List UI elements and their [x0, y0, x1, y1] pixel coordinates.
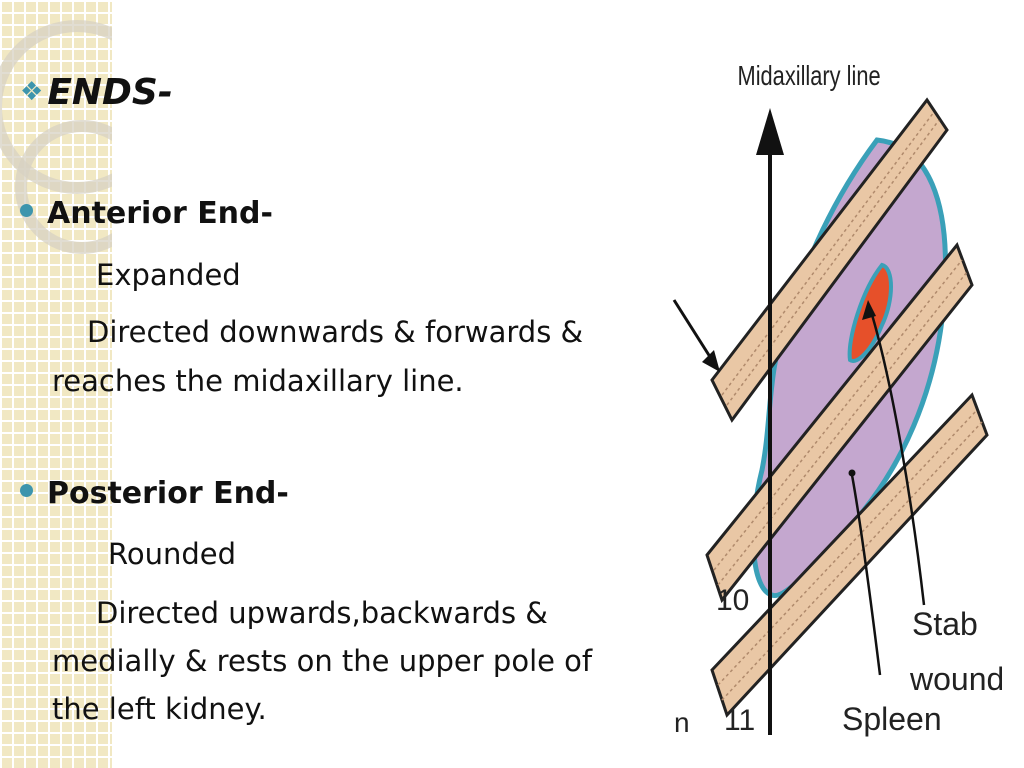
- anterior-direction-line2: reaches the midaxillary line.: [52, 364, 464, 398]
- wound-label: wound: [909, 661, 1002, 697]
- stab-pointer-line: [868, 307, 926, 606]
- decorative-side-strip: [0, 0, 112, 768]
- rib-lower: [710, 392, 989, 718]
- posterior-direction-line1: Directed upwards,backwards &: [96, 596, 548, 630]
- posterior-direction-line2: medially & rests on the upper pole of: [52, 644, 593, 678]
- rib-10-label: 10: [716, 584, 749, 617]
- spleen-pointer-line: [850, 474, 882, 676]
- bullet-icon: [20, 204, 33, 217]
- bullet-icon: [20, 484, 33, 497]
- pointer-arrow: [672, 299, 714, 361]
- posterior-shape: Rounded: [108, 537, 237, 571]
- anterior-direction-line1: Directed downwards & forwards &: [87, 315, 584, 349]
- anterior-end-heading: Anterior End-: [20, 196, 273, 231]
- partial-label: n: [674, 707, 690, 738]
- ends-heading: ❖ENDS-: [20, 72, 173, 113]
- posterior-direction-line3: the left kidney.: [52, 692, 267, 726]
- midaxillary-line-label: Midaxillary line: [738, 60, 881, 91]
- rib-middle: [705, 242, 974, 604]
- diamond-bullet-icon: ❖: [20, 77, 44, 107]
- stab-label: Stab: [912, 606, 978, 642]
- posterior-end-heading: Posterior End-: [20, 476, 289, 511]
- midaxillary-arrowhead: [756, 108, 784, 155]
- rib-11-label: 11: [724, 704, 755, 737]
- anterior-shape: Expanded: [96, 258, 241, 292]
- spleen-diagram: Midaxillary line 10 11 Stab wound Spleen…: [672, 60, 1002, 738]
- spleen-label: Spleen: [842, 701, 942, 737]
